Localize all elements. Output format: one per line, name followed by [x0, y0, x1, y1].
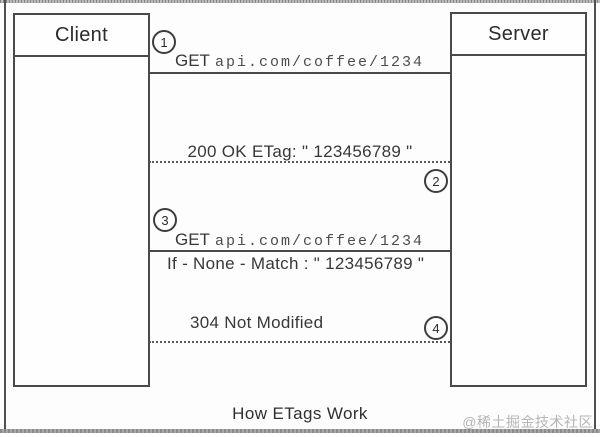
- server-label: Server: [452, 14, 585, 56]
- message-4-line: [149, 341, 450, 343]
- step-circle-2: 2: [424, 169, 448, 193]
- step-circle-3: 3: [153, 208, 177, 232]
- message-2-text: 200 OK ETag: " 123456789 ": [187, 142, 413, 161]
- request-3-url: api.com/coffee/1234: [214, 233, 425, 250]
- frame-right-border: [594, 0, 596, 429]
- message-3-line: [149, 250, 450, 252]
- request-3-method: GET: [175, 230, 210, 249]
- message-3-text: GET api.com/coffee/1234: [175, 230, 424, 250]
- frame-bottom-border: [0, 429, 600, 433]
- step-number-2: 2: [432, 173, 440, 189]
- frame-left-border: [4, 0, 6, 429]
- client-lifeline-box: Client: [13, 13, 150, 387]
- watermark: @稀土掘金技术社区: [462, 414, 593, 430]
- server-lifeline-box: Server: [450, 12, 587, 387]
- frame-top-border: [0, 0, 600, 3]
- message-1-line: [149, 72, 450, 74]
- request-1-method: GET: [175, 51, 210, 70]
- step-circle-1: 1: [152, 30, 176, 54]
- message-3-header-text: If - None - Match : " 123456789 ": [167, 254, 425, 273]
- step-circle-4: 4: [424, 316, 448, 340]
- diagram-title: How ETags Work: [232, 404, 368, 423]
- step-number-1: 1: [160, 34, 168, 50]
- client-label: Client: [15, 15, 148, 57]
- message-2-line: [149, 161, 450, 163]
- message-4-text: 304 Not Modified: [190, 313, 324, 332]
- request-1-url: api.com/coffee/1234: [214, 54, 425, 71]
- step-number-3: 3: [161, 212, 169, 228]
- step-number-4: 4: [432, 320, 440, 336]
- message-1-text: GET api.com/coffee/1234: [175, 51, 424, 71]
